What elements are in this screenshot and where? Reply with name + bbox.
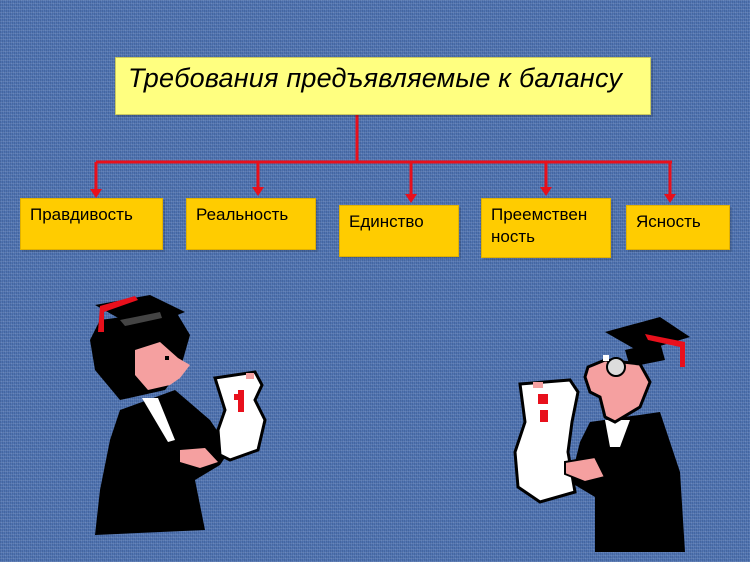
item-box-unity: Единство: [339, 205, 459, 257]
graduate-woman-illustration: [90, 295, 267, 535]
item-box-clarity: Ясность: [626, 205, 730, 250]
item-label: Преемствен ность: [491, 205, 588, 246]
item-label: Реальность: [196, 205, 289, 224]
diagram-title: Требования предъявляемые к балансу: [128, 63, 623, 93]
item-label: Единство: [349, 212, 424, 231]
title-box: Требования предъявляемые к балансу: [115, 57, 651, 115]
graduate-man-illustration: [513, 317, 690, 552]
item-label: Ясность: [636, 212, 701, 231]
item-label: Правдивость: [30, 205, 133, 224]
item-box-truthfulness: Правдивость: [20, 198, 163, 250]
item-box-continuity: Преемствен ность: [481, 198, 611, 258]
item-box-reality: Реальность: [186, 198, 316, 250]
